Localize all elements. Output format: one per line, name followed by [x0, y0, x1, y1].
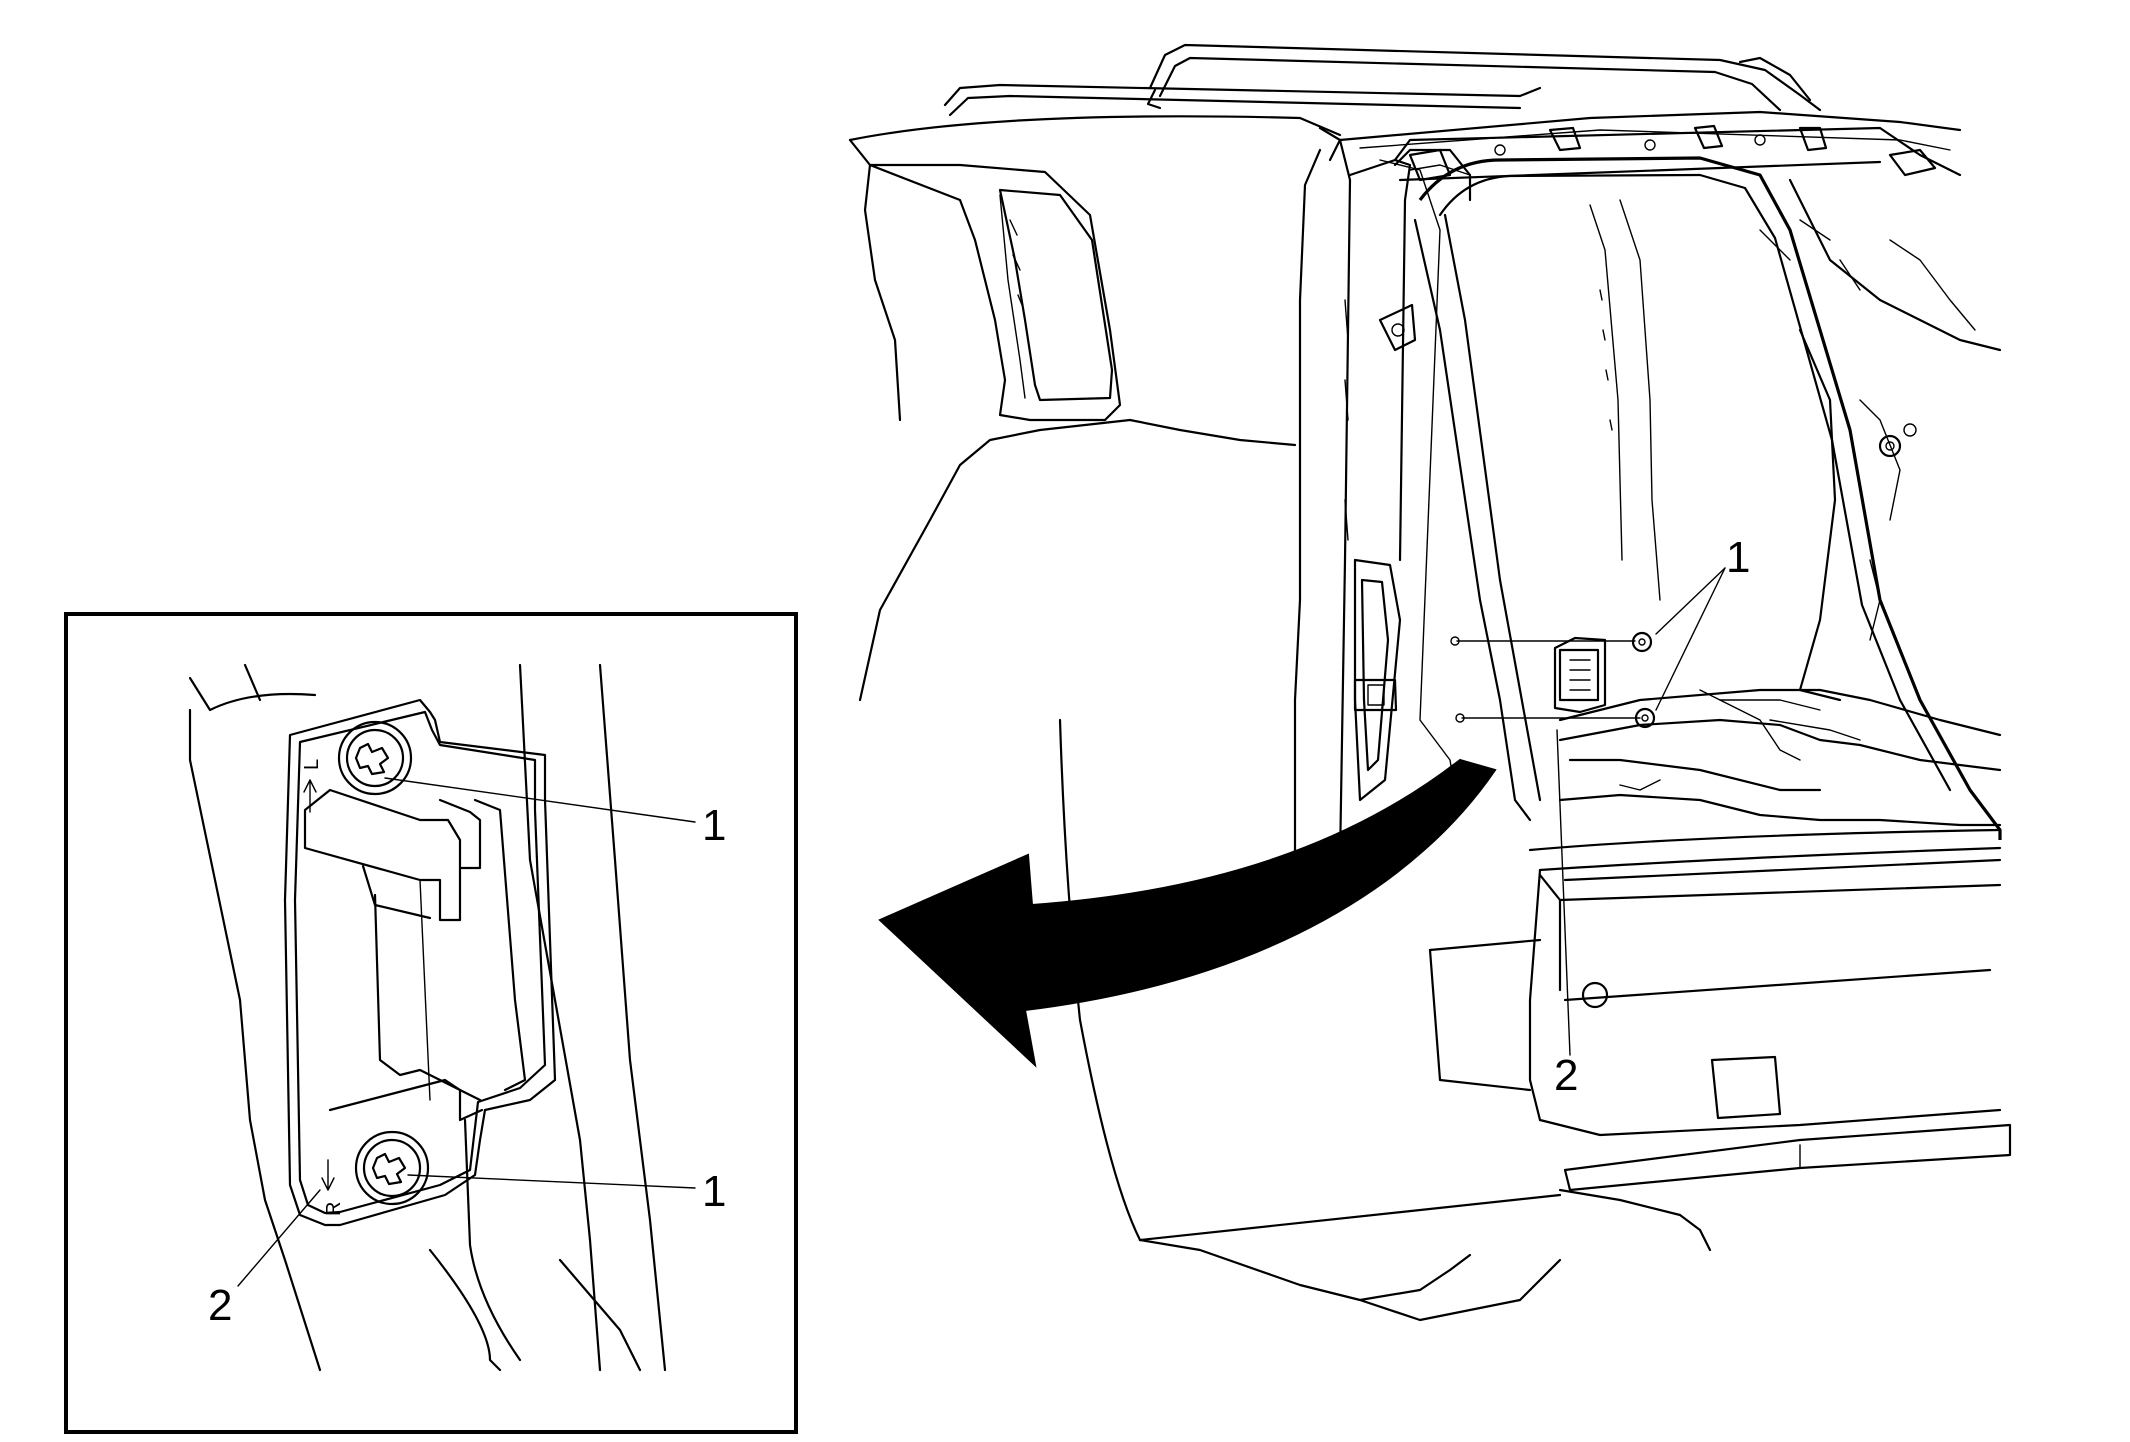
mark-right: R — [323, 1202, 345, 1216]
liftgate-opening — [1413, 156, 2002, 840]
callout-1-main: 1 — [1726, 533, 1750, 582]
cargo-floor — [1528, 688, 2002, 872]
inset-frame — [64, 612, 798, 1434]
inset-bracket — [283, 698, 557, 1227]
inset-leaders — [237, 777, 696, 1287]
striker-assembly — [1450, 631, 1656, 729]
callout-2-main: 2 — [1554, 1051, 1578, 1100]
body-side — [848, 138, 1472, 1302]
callout-1-inset-lower: 1 — [702, 1167, 726, 1216]
vehicle-rear-view — [848, 43, 2012, 1322]
quarter-window — [868, 163, 1122, 422]
callout-2-inset: 2 — [208, 1281, 232, 1330]
callout-1-inset-upper: 1 — [702, 801, 726, 850]
inset-pillar — [188, 663, 667, 1372]
roof-rack — [943, 43, 1822, 117]
rear-bumper — [1138, 858, 2012, 1322]
inset-side-marks: L R — [301, 759, 345, 1216]
rear-header — [1393, 124, 1962, 182]
inset-screw-upper — [337, 720, 413, 796]
detail-inset: L R — [64, 612, 798, 1434]
roof-panel — [848, 110, 1962, 162]
main-leaders — [1556, 567, 1726, 1056]
cargo-side-panel — [1759, 178, 2002, 702]
mark-left: L — [301, 759, 323, 770]
detail-arrow — [878, 758, 1497, 1068]
callout-labels: 1 2 1 1 2 — [208, 533, 1750, 1330]
inset-screw-lower — [354, 1130, 430, 1206]
door-opening — [1293, 138, 1472, 882]
